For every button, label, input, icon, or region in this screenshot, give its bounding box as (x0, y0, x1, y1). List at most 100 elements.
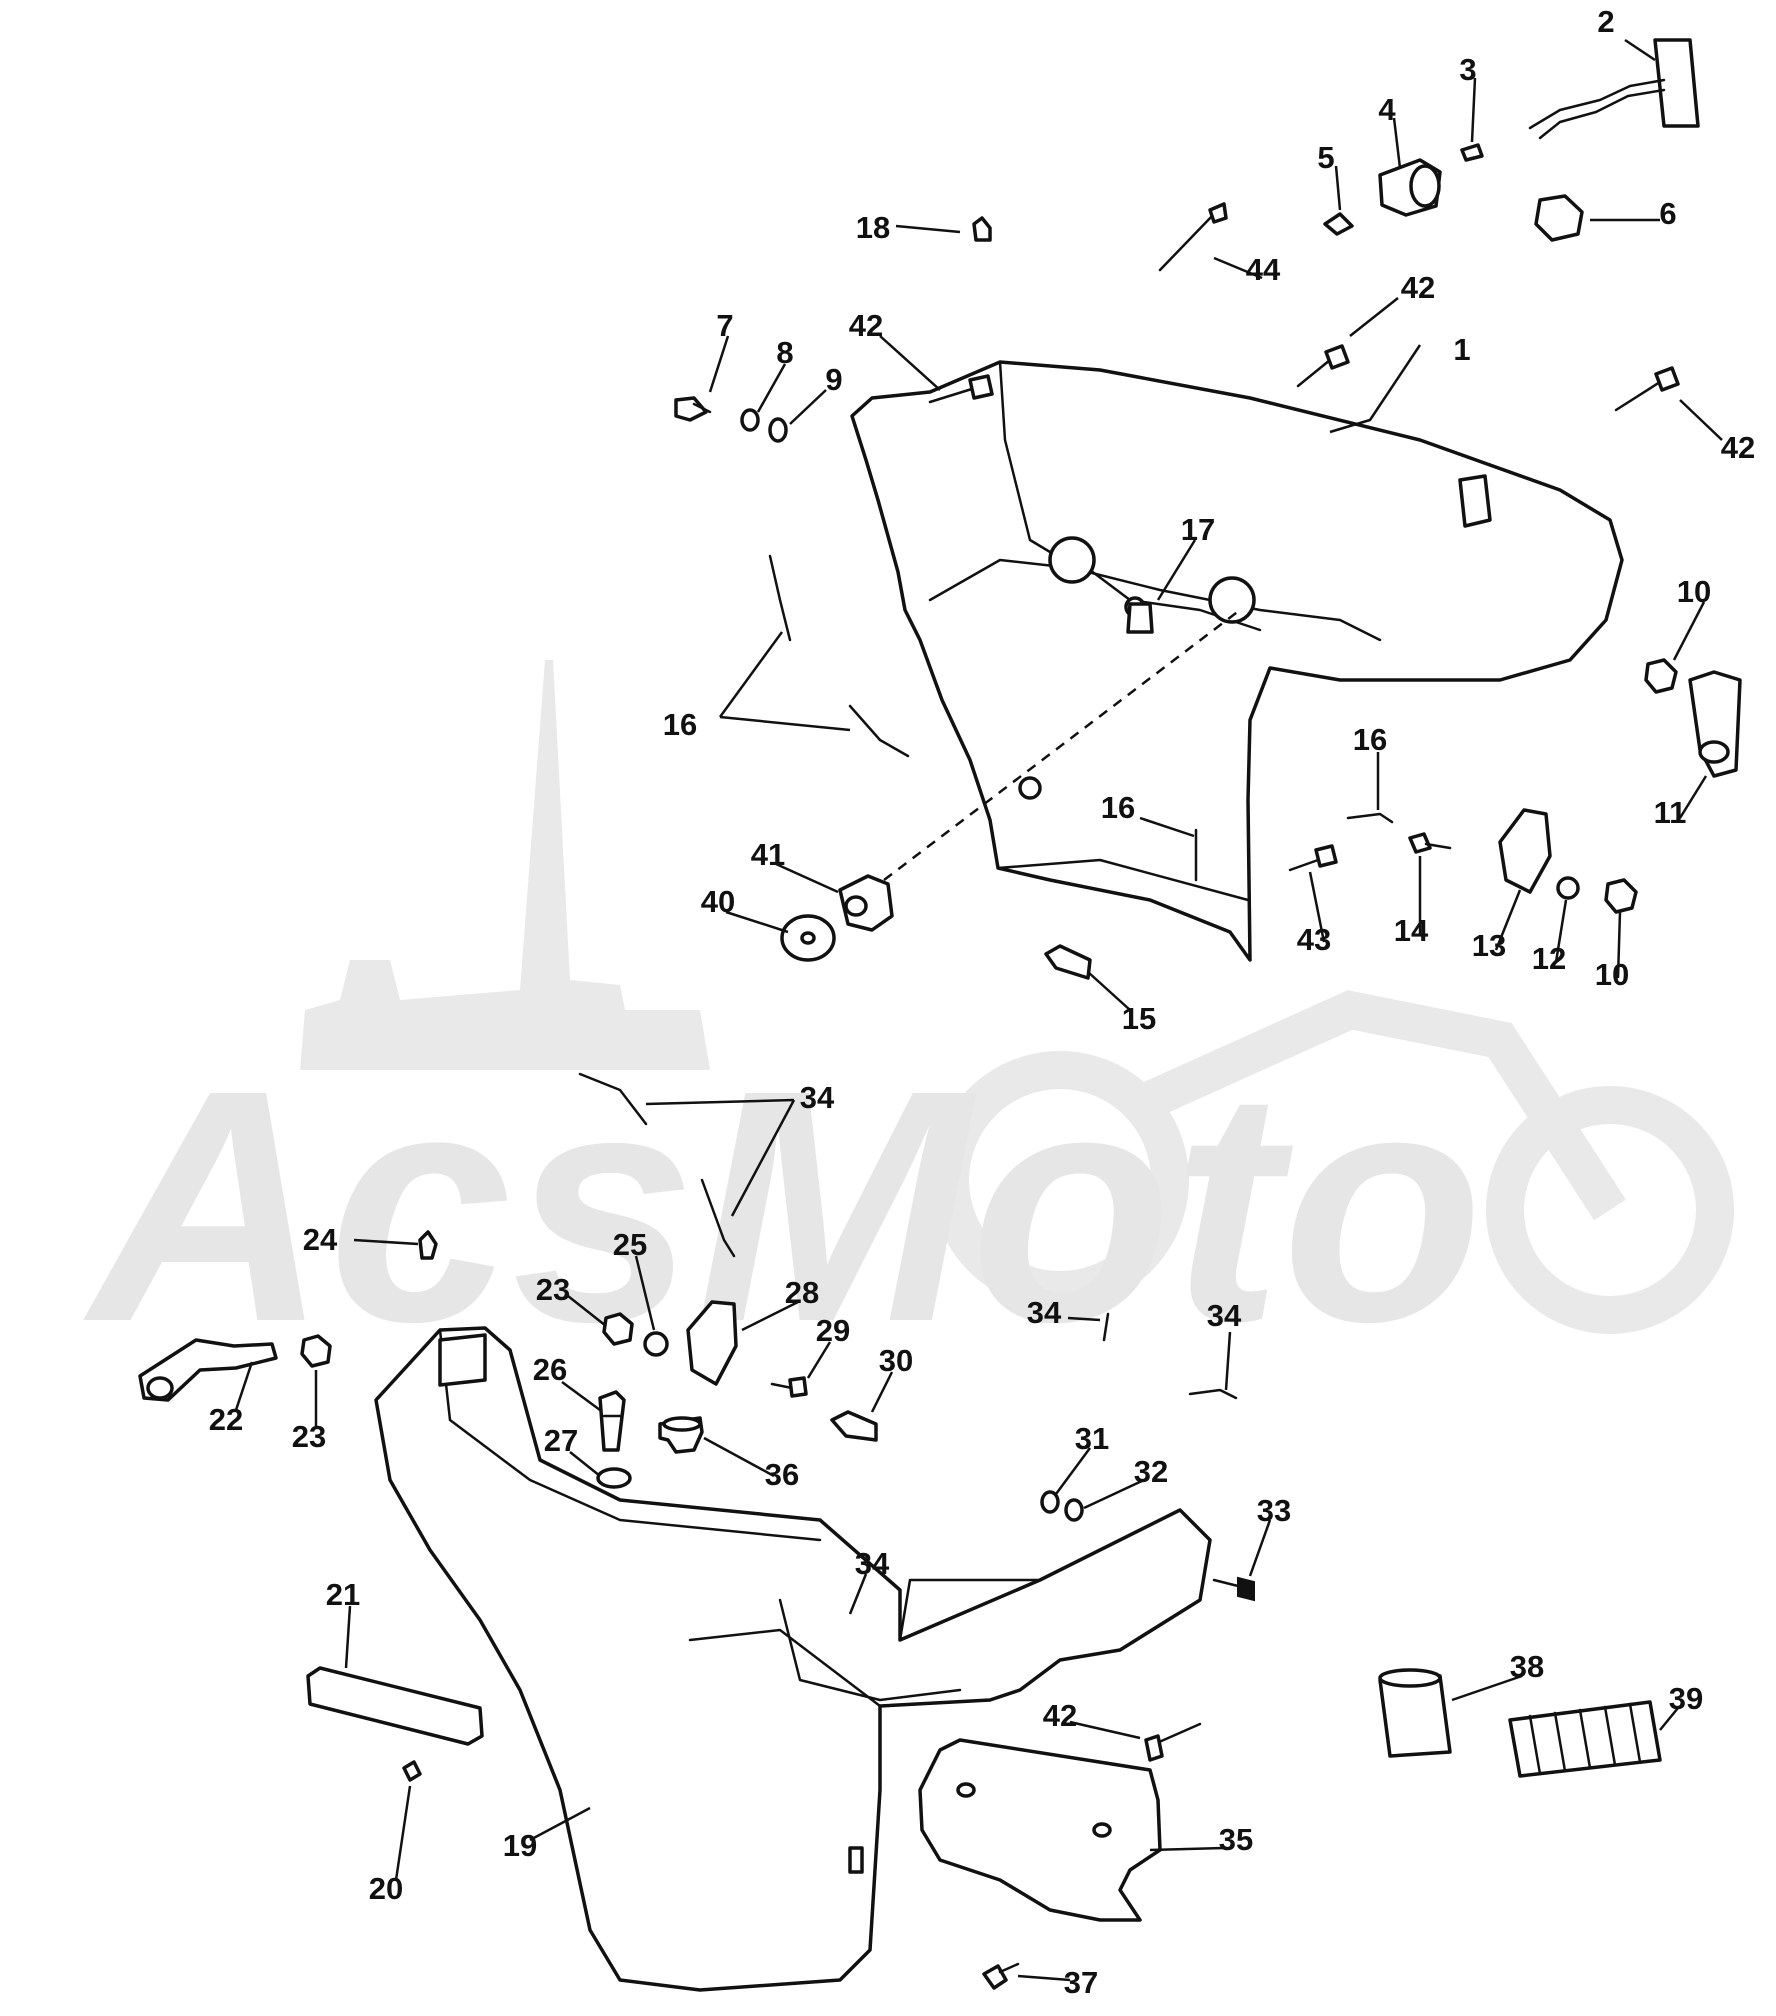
part-6-nut (1534, 194, 1584, 242)
part-27-o-ring (596, 1467, 632, 1489)
part-24-fitting (418, 1230, 438, 1260)
part-42-bolt-b (1296, 344, 1350, 388)
part-37-screw (982, 1962, 1020, 1990)
callout-c22: 22 (209, 1402, 243, 1437)
callout-c2: 2 (1597, 4, 1614, 39)
callout-c34c: 34 (1207, 1298, 1242, 1333)
lower-cowl-part-19 (374, 1326, 1212, 1992)
part-30-block (830, 1410, 878, 1442)
part-3-terminal (1460, 143, 1484, 162)
callout-c17: 17 (1181, 512, 1215, 547)
part-33-screw (1212, 1576, 1255, 1602)
callout-c34a: 34 (800, 1080, 835, 1115)
guide-line-dashed (883, 609, 1241, 881)
part-14-screw (1408, 832, 1452, 854)
leader-lines (234, 38, 1723, 1982)
part-21-strip (306, 1666, 484, 1746)
part-18-fitting (972, 216, 992, 242)
callout-c41: 41 (751, 837, 785, 872)
callout-c39: 39 (1669, 1681, 1703, 1716)
callout-c24: 24 (303, 1222, 338, 1257)
part-42-bolt-a (928, 374, 994, 404)
callout-c16a: 16 (663, 707, 697, 742)
callout-c30: 30 (879, 1343, 913, 1378)
callout-c15: 15 (1122, 1001, 1156, 1036)
callout-c29: 29 (816, 1313, 850, 1348)
part-23-nut-a (300, 1334, 332, 1368)
part-16-seal-b (848, 704, 910, 758)
part-42-bolt-d (1144, 1722, 1202, 1762)
callout-c36: 36 (765, 1457, 799, 1492)
part-28-latch (686, 1300, 738, 1386)
callout-c31: 31 (1075, 1421, 1109, 1456)
watermark-motorcycle-silhouette (931, 990, 1735, 1334)
callout-c7: 7 (716, 308, 733, 343)
part-22-lever (138, 1338, 278, 1402)
part-42-bolt-c (1614, 366, 1680, 412)
part-25-washer (643, 1331, 669, 1357)
callout-c1: 1 (1453, 332, 1470, 367)
callout-c34b: 34 (1027, 1295, 1062, 1330)
part-12-washer (1556, 876, 1580, 900)
callout-c27: 27 (544, 1423, 578, 1458)
part-9-washer (768, 417, 788, 443)
callout-c44: 44 (1246, 252, 1281, 287)
part-34-seal-c (1102, 1312, 1110, 1342)
callout-c23b: 23 (292, 1419, 326, 1454)
callout-c28: 28 (785, 1275, 819, 1310)
part-2-grommet-wire (1528, 38, 1700, 140)
callout-c42a: 42 (849, 308, 883, 343)
callout-c8: 8 (776, 335, 793, 370)
callout-c35: 35 (1219, 1822, 1253, 1857)
callout-c16b: 16 (1353, 722, 1387, 757)
callout-c37: 37 (1064, 1965, 1098, 2000)
callout-c43: 43 (1297, 922, 1331, 957)
callout-c40: 40 (701, 884, 735, 919)
part-29-screw (770, 1376, 808, 1398)
part-10-nut-b (1604, 878, 1638, 914)
callout-c42d: 42 (1043, 1698, 1077, 1733)
part-34-seal-b (700, 1178, 736, 1258)
callout-c26: 26 (533, 1352, 567, 1387)
part-38-sleeve (1378, 1668, 1452, 1758)
callout-c19: 19 (503, 1828, 537, 1863)
watermark-text: AcsMoto (80, 1021, 1484, 1390)
part-8-washer (740, 408, 760, 432)
callout-c12: 12 (1532, 941, 1566, 976)
callout-c34d: 34 (855, 1546, 890, 1581)
upper-cowl-part-1 (850, 360, 1624, 962)
part-13-latch (1498, 808, 1552, 894)
callout-c10b: 10 (1595, 957, 1629, 992)
part-5-fitting (1323, 212, 1354, 236)
part-34-seal-a (578, 1072, 648, 1126)
callout-c16c: 16 (1101, 790, 1135, 825)
callout-c23a: 23 (536, 1272, 570, 1307)
callout-c42c: 42 (1721, 430, 1755, 465)
callout-c21: 21 (326, 1577, 360, 1612)
part-34-seal-d (1188, 1388, 1238, 1400)
callout-c32: 32 (1134, 1454, 1168, 1489)
part-15-block (1044, 944, 1092, 980)
callout-c38: 38 (1510, 1649, 1544, 1684)
part-11-lever (1688, 670, 1742, 778)
part-10-nut-a (1644, 658, 1678, 694)
part-39-spring (1508, 1700, 1662, 1778)
callout-c20: 20 (369, 1871, 403, 1906)
part-40-washer (780, 914, 836, 962)
watermark: AcsMoto (80, 660, 1735, 1390)
callout-c10a: 10 (1677, 574, 1711, 609)
part-20-screw (402, 1760, 422, 1782)
callout-c18: 18 (856, 210, 890, 245)
watermark-spire-silhouette (300, 660, 710, 1070)
callout-c13: 13 (1472, 928, 1506, 963)
part-7-screw (674, 396, 712, 422)
callout-c33: 33 (1257, 1493, 1291, 1528)
part-32-washer (1064, 1498, 1084, 1522)
part-36-clip (658, 1416, 704, 1454)
part-44-long-bolt (1158, 202, 1228, 272)
callout-c5: 5 (1317, 140, 1334, 175)
callout-c11: 11 (1654, 795, 1687, 830)
callout-c25: 25 (613, 1227, 647, 1262)
